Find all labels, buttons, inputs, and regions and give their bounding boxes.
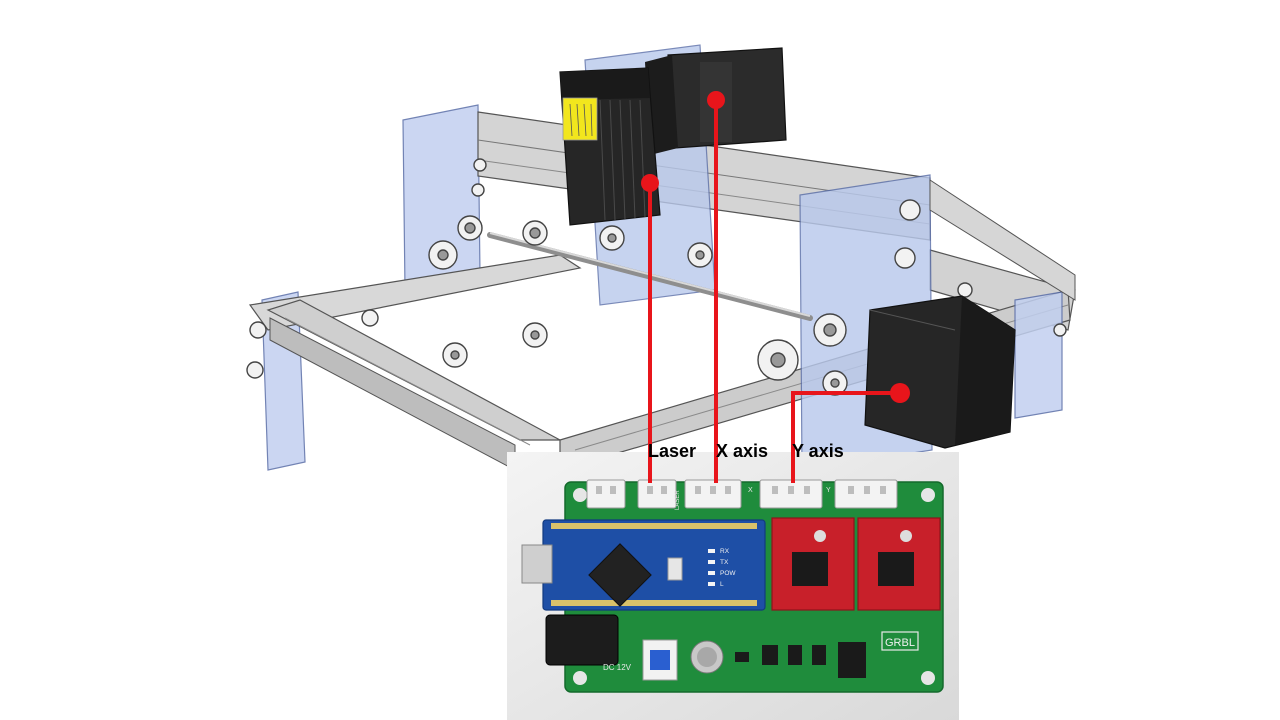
silkscreen-grbl: GRBL — [885, 637, 915, 649]
led-pow-label: POW — [720, 570, 736, 577]
usb-port — [521, 544, 553, 584]
voltage-regulator — [838, 642, 866, 678]
silkscreen-laser: LASER — [675, 490, 681, 510]
label-x-axis: X axis — [716, 441, 769, 461]
front-rail — [266, 299, 561, 441]
x-motor-connection-dot — [707, 91, 725, 109]
silkscreen-y: Y — [826, 487, 831, 494]
led-rx-label: RX — [720, 548, 730, 555]
controller-board: LASER X Y RX TX POW L — [507, 452, 959, 720]
laser-connection-dot — [641, 174, 659, 192]
wheels — [246, 85, 1067, 396]
wire-endpoints — [641, 91, 910, 403]
silkscreen-x: X — [748, 487, 753, 494]
y-stepper-motor — [864, 295, 1016, 449]
reset-button — [667, 557, 683, 581]
label-laser: Laser — [648, 441, 697, 461]
laser-module — [559, 67, 661, 226]
silkscreen-dc: DC 12V — [603, 663, 632, 672]
wire-y-axis — [791, 391, 900, 483]
led-tx-label: TX — [720, 559, 729, 566]
right-leg-plate — [1014, 291, 1063, 419]
left-rail — [248, 254, 582, 331]
arduino-nano: RX TX POW L — [521, 519, 766, 611]
front-rail-lower — [269, 317, 516, 471]
y-motor-connection-dot — [890, 383, 910, 403]
label-y-axis: Y axis — [792, 441, 844, 461]
stepper-drivers — [771, 517, 941, 611]
machine-frame — [246, 44, 1076, 471]
dc-jack — [545, 614, 619, 666]
back-right-rail — [929, 179, 1076, 301]
led-l-label: L — [720, 581, 724, 588]
wires — [648, 100, 900, 483]
